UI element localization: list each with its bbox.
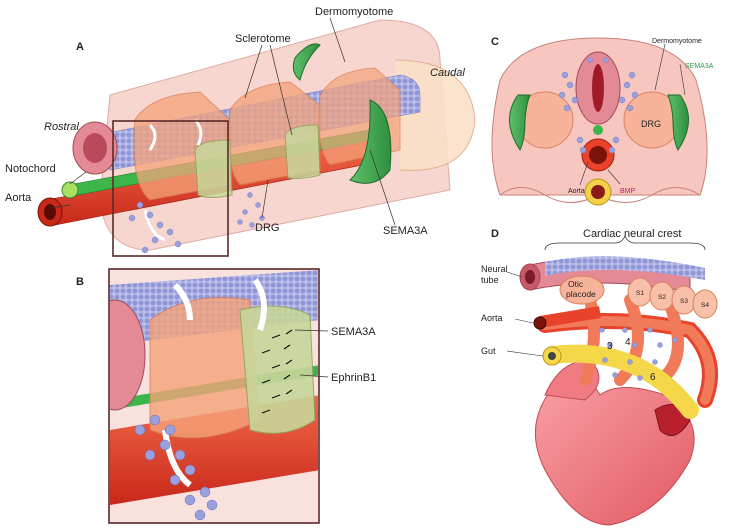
- neural-crest-cells-b: [134, 414, 218, 521]
- panel-d-label: D: [491, 228, 499, 240]
- s2-label: S2: [658, 294, 666, 301]
- ephrinb1-label: EphrinB1: [331, 372, 376, 384]
- cardiac-neural-crest-label: Cardiac neural crest: [583, 228, 681, 240]
- aorta-label-d: Aorta: [481, 313, 503, 323]
- panel-a-label: A: [76, 41, 84, 53]
- sema3a-crescent-2: [349, 99, 392, 184]
- aorta-d: [539, 306, 601, 328]
- inset-box: [112, 120, 229, 257]
- panel-a: A Dermomyotome Sclerotome Caudal Rostral…: [5, 6, 476, 257]
- arch4-label: 4: [625, 337, 631, 348]
- cardiac-neural-crest-band: [545, 256, 705, 280]
- panel-c-label: C: [491, 36, 499, 48]
- arch3-label: 3: [607, 341, 613, 352]
- caudal-label: Caudal: [430, 67, 465, 79]
- notochord-label: Notochord: [5, 163, 56, 175]
- s4-label: S4: [701, 302, 709, 309]
- migration-arrows-b: [162, 278, 267, 488]
- dermomyotome-label-c: Dermomyotome: [652, 38, 702, 45]
- s1-label: S1: [636, 290, 644, 297]
- otic-label-2: placode: [566, 289, 596, 299]
- somites-d: [627, 277, 718, 319]
- sema3a-right: [667, 94, 689, 151]
- sema3a-label-c: SEMA3A: [685, 63, 714, 70]
- bmp-label: BMP: [620, 188, 636, 195]
- drg-label-a: DRG: [255, 222, 279, 234]
- sema3a-label-a: SEMA3A: [383, 225, 428, 237]
- neural-tube-label-1: Neural: [481, 264, 508, 274]
- arch6-label: 6: [650, 372, 656, 383]
- aorta-label-a: Aorta: [5, 192, 32, 204]
- sema3a-left: [509, 94, 531, 151]
- sema3a-label-b: SEMA3A: [331, 326, 376, 338]
- aorta-label-c: Aorta: [568, 188, 585, 195]
- ephrinb1-block: [239, 305, 316, 434]
- sclerotome-label: Sclerotome: [235, 33, 291, 45]
- sema3a-repulsion-arrows: [261, 329, 293, 414]
- sema3a-crescent-1: [292, 43, 321, 81]
- neural-tube-label-2: tube: [481, 275, 499, 285]
- neural-crest-cells-d: [599, 327, 678, 381]
- heart: [534, 378, 695, 526]
- panel-b-label: B: [76, 276, 84, 288]
- drg-label-c: DRG: [641, 119, 661, 129]
- panel-b: B SEMA3A EphrinB1: [76, 268, 376, 524]
- neural-crest-cells-c: [558, 57, 639, 154]
- drg-blocks: [194, 124, 321, 198]
- neural-crest-cells-a: [128, 192, 265, 254]
- cardiac-crest-bracket: [544, 234, 706, 251]
- panel-d: D Cardiac neural crest Neural tube Otic …: [481, 228, 718, 526]
- dermomyotome-label: Dermomyotome: [315, 6, 393, 18]
- s3-label: S3: [680, 298, 688, 305]
- otic-label-1: Otic: [568, 279, 584, 289]
- notochord-c: [593, 125, 603, 135]
- otic-placode: [559, 275, 605, 305]
- gut-label-d: Gut: [481, 346, 496, 356]
- panel-c: C Dermomyotome SEMA3A DRG Aorta BMP: [491, 36, 714, 206]
- rostral-label: Rostral: [44, 121, 79, 133]
- notochord-end: [61, 181, 79, 199]
